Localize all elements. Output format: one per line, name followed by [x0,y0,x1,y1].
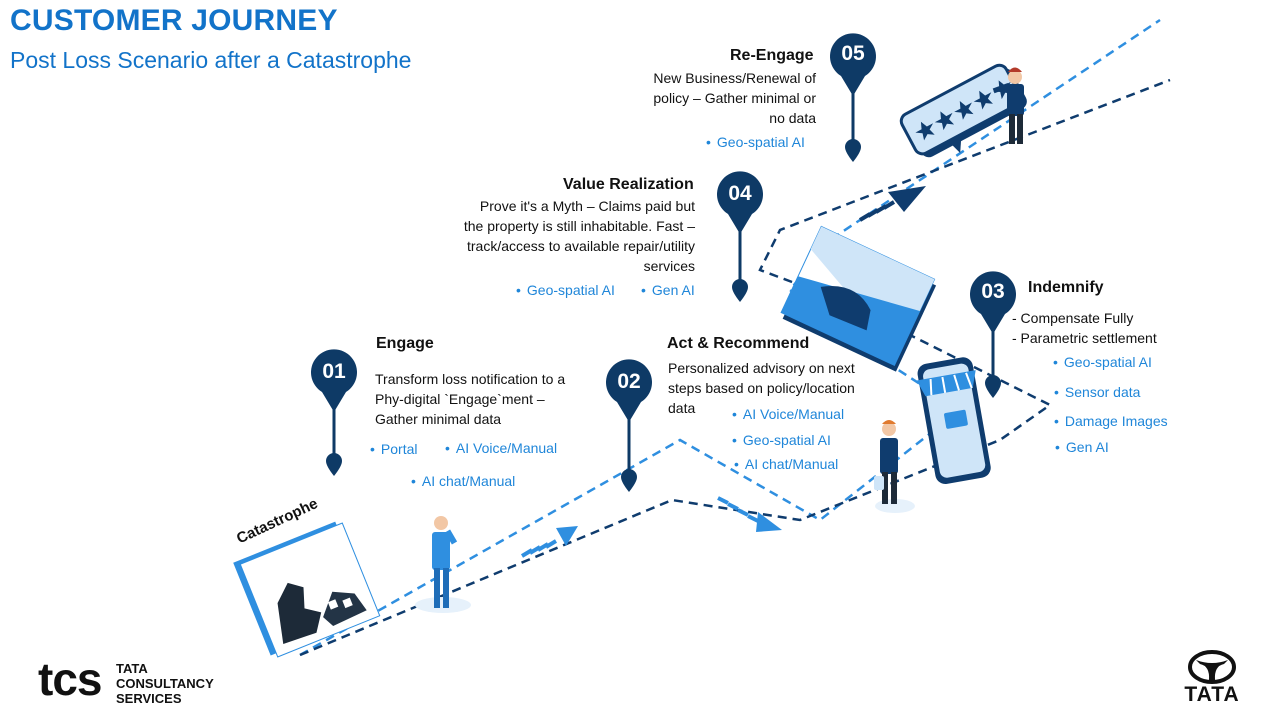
catastrophe-card [233,521,381,658]
stage-02-description: Personalized advisory on next steps base… [668,360,855,416]
tcs-wordmark: tcs [38,653,102,705]
stage-05-title: Re-Engage [730,47,814,64]
stage-02-tag-ai-chat: AI chat/Manual [734,456,838,472]
stage-01-description: Transform loss notification to a Phy-dig… [375,371,566,427]
direction-arrow-3 [858,186,926,222]
stage-01-tag-ai-chat: AI chat/Manual [411,473,515,489]
stage-04-title: Value Realization [563,176,694,193]
tata-logo: TATA [1178,650,1246,708]
stage-03-tag-geo-spatial: Geo-spatial AI [1053,354,1152,370]
direction-arrow-1 [520,526,578,558]
stage-03-tag-damage-images: Damage Images [1054,413,1168,429]
stage-02-tag-ai-voice: AI Voice/Manual [732,406,844,422]
pin-heads [311,33,1016,422]
stage-03-tag-sensor: Sensor data [1054,384,1141,400]
stage-05-tag-geo-spatial: Geo-spatial AI [706,134,805,150]
stage-02-title: Act & Recommend [667,335,810,352]
tata-wordmark: TATA [1184,683,1240,706]
stage-number-03: 03 [981,280,1005,303]
stage-03-tag-gen-ai: Gen AI [1055,439,1109,455]
stage-04-description: Prove it's a Myth – Claims paid but the … [463,198,695,274]
page-title: CUSTOMER JOURNEY [10,4,338,37]
stage-01-title: Engage [376,335,434,352]
stage-01-tag-portal: Portal [370,441,418,457]
handshake-card [780,225,937,372]
stage-01-tag-ai-voice: AI Voice/Manual [445,440,557,456]
stage-04-tag-gen-ai: Gen AI [641,282,695,298]
stage-number-04: 04 [728,182,752,205]
stage-03-title: Indemnify [1028,279,1104,296]
stage-number-02: 02 [617,370,641,393]
stage-number-01: 01 [322,360,346,383]
stage-05-description: New Business/Renewal of policy – Gather … [653,70,816,126]
direction-arrow-2 [717,496,782,532]
stage-02-tag-geo-spatial: Geo-spatial AI [732,432,831,448]
person-shopping [874,420,915,513]
mobile-store [916,357,991,484]
tcs-text-line-3: SERVICES [116,691,182,706]
tcs-text-line-2: CONSULTANCY [116,676,214,691]
stage-03-line-2: - Parametric settlement [1012,330,1157,346]
page-subtitle: Post Loss Scenario after a Catastrophe [10,47,412,73]
stage-04-tag-geo-spatial: Geo-spatial AI [516,282,615,298]
stage-03-line-1: - Compensate Fully [1012,310,1134,326]
person-rating [992,67,1024,144]
stage-number-05: 05 [841,42,865,65]
tata-emblem-icon [1188,650,1236,684]
tcs-text-line-1: TATA [116,661,148,676]
person-calling [415,516,471,613]
